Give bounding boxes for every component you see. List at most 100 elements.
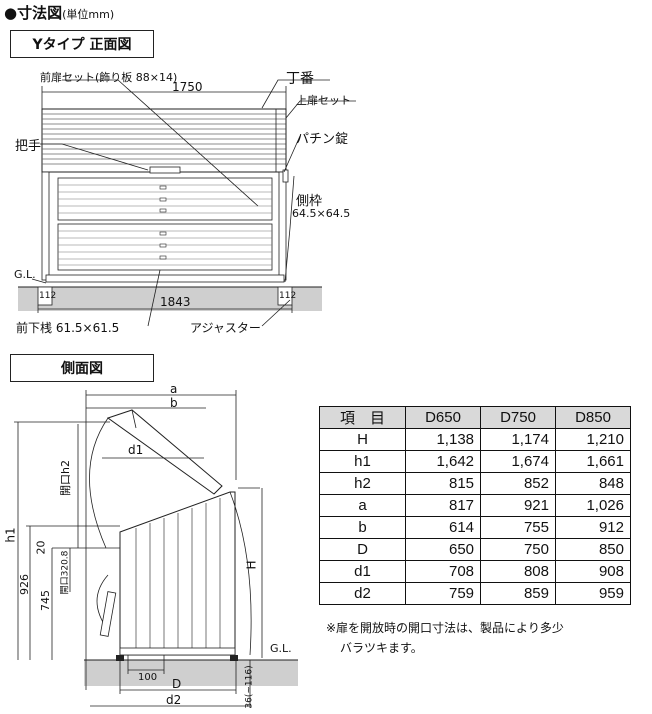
row-label: b (318, 516, 407, 539)
label-20: 20 (34, 540, 48, 555)
table-header-cell: D750 (480, 406, 556, 429)
front-ground (18, 287, 322, 311)
label-width-1843: 1843 (160, 295, 191, 309)
row-label: d2 (318, 582, 407, 605)
row-label: h2 (318, 472, 407, 495)
label-gl-side: G.L. (270, 642, 292, 655)
label-H: H (244, 560, 259, 570)
row-label: d1 (318, 560, 407, 583)
page-title: ●寸法図(単位mm) (4, 2, 114, 23)
right-side-frame (278, 171, 287, 281)
label-front-door-set: 前扉セット(飾り板 88×14) (40, 71, 178, 84)
label-hinge: 丁番 (286, 71, 314, 87)
side-view-drawing (14, 390, 298, 708)
label-745: 745 (39, 590, 52, 611)
side-panel-lines (135, 498, 221, 650)
table-cell: 852 (480, 472, 556, 495)
label-side-frame-size: 64.5×64.5 (292, 207, 351, 220)
upper-swing-arc (89, 417, 109, 549)
label-d1: d1 (128, 443, 144, 457)
label-100: 100 (138, 672, 158, 683)
upper-door (41, 108, 287, 173)
table-cell: 1,210 (554, 428, 632, 451)
title-text: ●寸法図 (4, 4, 63, 22)
row-label: H (318, 428, 407, 451)
label-adjust-range: 36(~116) (244, 665, 255, 709)
table-cell: 1,138 (405, 428, 482, 451)
table-cell: 755 (480, 516, 556, 539)
table-header-cell: D650 (405, 406, 482, 429)
footnote-line-1: ※扉を開放時の開口寸法は、製品により多少 (326, 621, 564, 635)
label-926: 926 (18, 574, 31, 595)
table-cell: 817 (405, 494, 482, 517)
table-cell: 759 (405, 582, 482, 605)
table-cell: 1,642 (405, 450, 482, 473)
row-label: h1 (318, 450, 407, 473)
label-a: a (170, 382, 178, 396)
label-upper-door-set: 上扉セット (296, 94, 351, 107)
label-foot-left: 112 (39, 291, 57, 301)
label-handle: 把手 (15, 139, 42, 154)
label-side-frame: 側枠 (296, 194, 323, 209)
handle-shape (149, 166, 181, 174)
table-cell: 908 (554, 560, 632, 583)
table-cell: 921 (480, 494, 556, 517)
open-upper-door (106, 409, 223, 495)
table-cell: 912 (554, 516, 632, 539)
footnote: ※扉を開放時の開口寸法は、製品により多少 バラツキます。 (326, 618, 646, 658)
front-foot-left (37, 286, 53, 306)
table-cell: 1,674 (480, 450, 556, 473)
side-ground (84, 660, 298, 686)
footnote-line-2: バラツキます。 (340, 641, 423, 655)
table-cell: 850 (554, 538, 632, 561)
label-h1: h1 (3, 527, 18, 543)
label-foot-right: 112 (279, 291, 297, 301)
side-view-heading: 側面図 (10, 354, 154, 382)
side-body (119, 491, 236, 656)
front-view-drawing (18, 79, 356, 327)
table-cell: 708 (405, 560, 482, 583)
table-cell: 1,026 (554, 494, 632, 517)
front-lower-rail (45, 274, 285, 283)
label-b: b (170, 396, 178, 410)
table-cell: 1,174 (480, 428, 556, 451)
row-label: a (318, 494, 407, 517)
table-header-row: 項 目 D650 D750 D850 (318, 406, 632, 429)
table-cell: 959 (554, 582, 632, 605)
table-cell: 650 (405, 538, 482, 561)
label-D: D (172, 677, 182, 691)
label-latch: パチン錠 (296, 132, 349, 147)
label-front-lower-rail: 前下桟 61.5×61.5 (16, 321, 120, 335)
label-width-1750: 1750 (172, 80, 203, 94)
table-cell: 614 (405, 516, 482, 539)
upper-door-slats (42, 113, 286, 165)
unit-text: (単位mm) (62, 8, 115, 21)
table-header-cell: D850 (554, 406, 632, 429)
table-header-cell: 項 目 (318, 406, 407, 429)
latch-shape (282, 169, 289, 183)
table-cell: 815 (405, 472, 482, 495)
table-cell: 808 (480, 560, 556, 583)
table-cell: 1,661 (554, 450, 632, 473)
label-open-320: 開口320.8 (60, 550, 71, 595)
table-cell: 750 (480, 538, 556, 561)
table-cell: 848 (554, 472, 632, 495)
label-h2-open: 開口h2 (58, 460, 72, 496)
label-d2: d2 (166, 693, 182, 707)
label-gl-front: G.L. (14, 268, 36, 281)
label-adjuster: アジャスター (190, 321, 261, 335)
row-label: D (318, 538, 407, 561)
left-side-frame (41, 171, 50, 281)
table-cell: 859 (480, 582, 556, 605)
front-view-heading: Yタイプ 正面図 (10, 30, 154, 58)
